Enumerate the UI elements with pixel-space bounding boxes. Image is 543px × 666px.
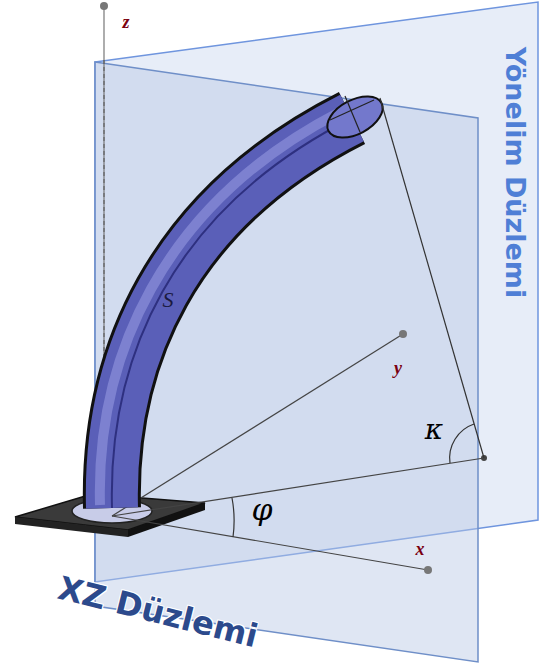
- axis-label: x: [416, 540, 425, 558]
- angle-label: κ: [425, 416, 443, 444]
- tube-end-cap: [321, 88, 390, 146]
- axis-dot: [399, 330, 407, 338]
- tube-highlight: [100, 112, 340, 505]
- tube-outline: [112, 118, 352, 508]
- axis-label: y: [394, 359, 402, 377]
- axis-label: z: [122, 13, 129, 31]
- tube-end-cross: [330, 100, 374, 120]
- kappa-arc: [450, 424, 474, 463]
- length-label: S: [163, 289, 174, 311]
- angle-label: φ: [251, 495, 272, 525]
- orientation-line: [112, 458, 484, 516]
- tube-body: [112, 118, 352, 508]
- tube-centerline: [112, 118, 352, 508]
- axis-dot: [424, 566, 432, 574]
- phi-arc: [232, 498, 234, 537]
- plane-label: Yönelim Düzlemi: [502, 46, 529, 298]
- tube-end-cross: [345, 96, 360, 132]
- axis-dot: [100, 2, 108, 10]
- kappa-line: [380, 98, 484, 458]
- xz-plane: [95, 62, 478, 662]
